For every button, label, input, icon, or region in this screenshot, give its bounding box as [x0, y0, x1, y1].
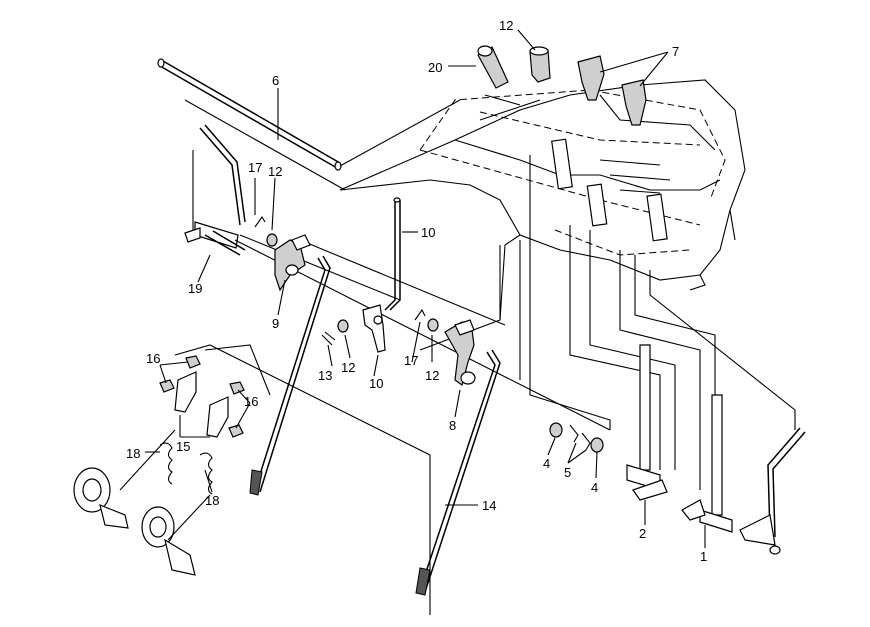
part-19-lever [184, 124, 246, 256]
callout-15: 15 [176, 439, 190, 454]
leader-lines [145, 29, 706, 548]
part-18-springs [159, 442, 213, 495]
part-6-knobs [577, 55, 647, 126]
part-14-rods [249, 255, 501, 596]
part-1-shaft [681, 394, 733, 533]
panel-hidden-outline [419, 89, 726, 256]
callout-labels: 6 12 20 7 17 12 10 19 9 16 17 13 12 10 1… [126, 18, 707, 564]
callout-10: 10 [421, 225, 435, 240]
part-15-brackets [174, 371, 229, 438]
pulleys [73, 467, 196, 576]
callout-12-right: 12 [425, 368, 439, 383]
part-16-nuts [159, 355, 245, 438]
part-12-washers [266, 233, 439, 333]
right-lever-assembly [739, 427, 806, 555]
part-2-shaft [626, 344, 668, 501]
callout-14: 14 [482, 498, 496, 513]
callout-4-right: 4 [591, 480, 598, 495]
callout-13: 13 [318, 368, 332, 383]
callout-16-right: 16 [244, 394, 258, 409]
callout-16-left: 16 [146, 351, 160, 366]
part-20-knob [477, 45, 541, 121]
part-13-pin [321, 331, 336, 346]
callout-9: 10 [369, 376, 383, 391]
part-17-pins [254, 215, 426, 321]
control-panel-housing [339, 79, 746, 321]
part-10-rod [384, 197, 401, 311]
part-9-bracket [362, 304, 386, 353]
cable-drop-lines [419, 155, 796, 490]
part-4-5-washers [549, 422, 604, 453]
callout-3: 6 [272, 73, 279, 88]
callout-1: 1 [700, 549, 707, 564]
callout-4-left: 4 [543, 456, 550, 471]
callout-17-top: 17 [248, 160, 262, 175]
callout-18-right: 18 [205, 493, 219, 508]
callout-2: 2 [639, 526, 646, 541]
part-7-bracket [444, 319, 476, 386]
callout-11: 12 [499, 18, 513, 33]
left-cluster-lines [119, 344, 431, 615]
callout-17-mid: 17 [404, 353, 418, 368]
callout-18-left: 18 [126, 446, 140, 461]
callout-8: 9 [272, 316, 279, 331]
callout-12-top: 12 [268, 164, 282, 179]
callout-6: 7 [672, 44, 679, 59]
callout-7: 8 [449, 418, 456, 433]
callout-12-mid: 12 [341, 360, 355, 375]
callout-20: 20 [428, 60, 442, 75]
callout-5: 5 [564, 465, 571, 480]
panel-slots [551, 138, 671, 242]
part-8-bracket [274, 234, 311, 292]
part-3-rod [157, 58, 461, 191]
callout-19: 19 [188, 281, 202, 296]
part-11-knob [529, 46, 551, 83]
